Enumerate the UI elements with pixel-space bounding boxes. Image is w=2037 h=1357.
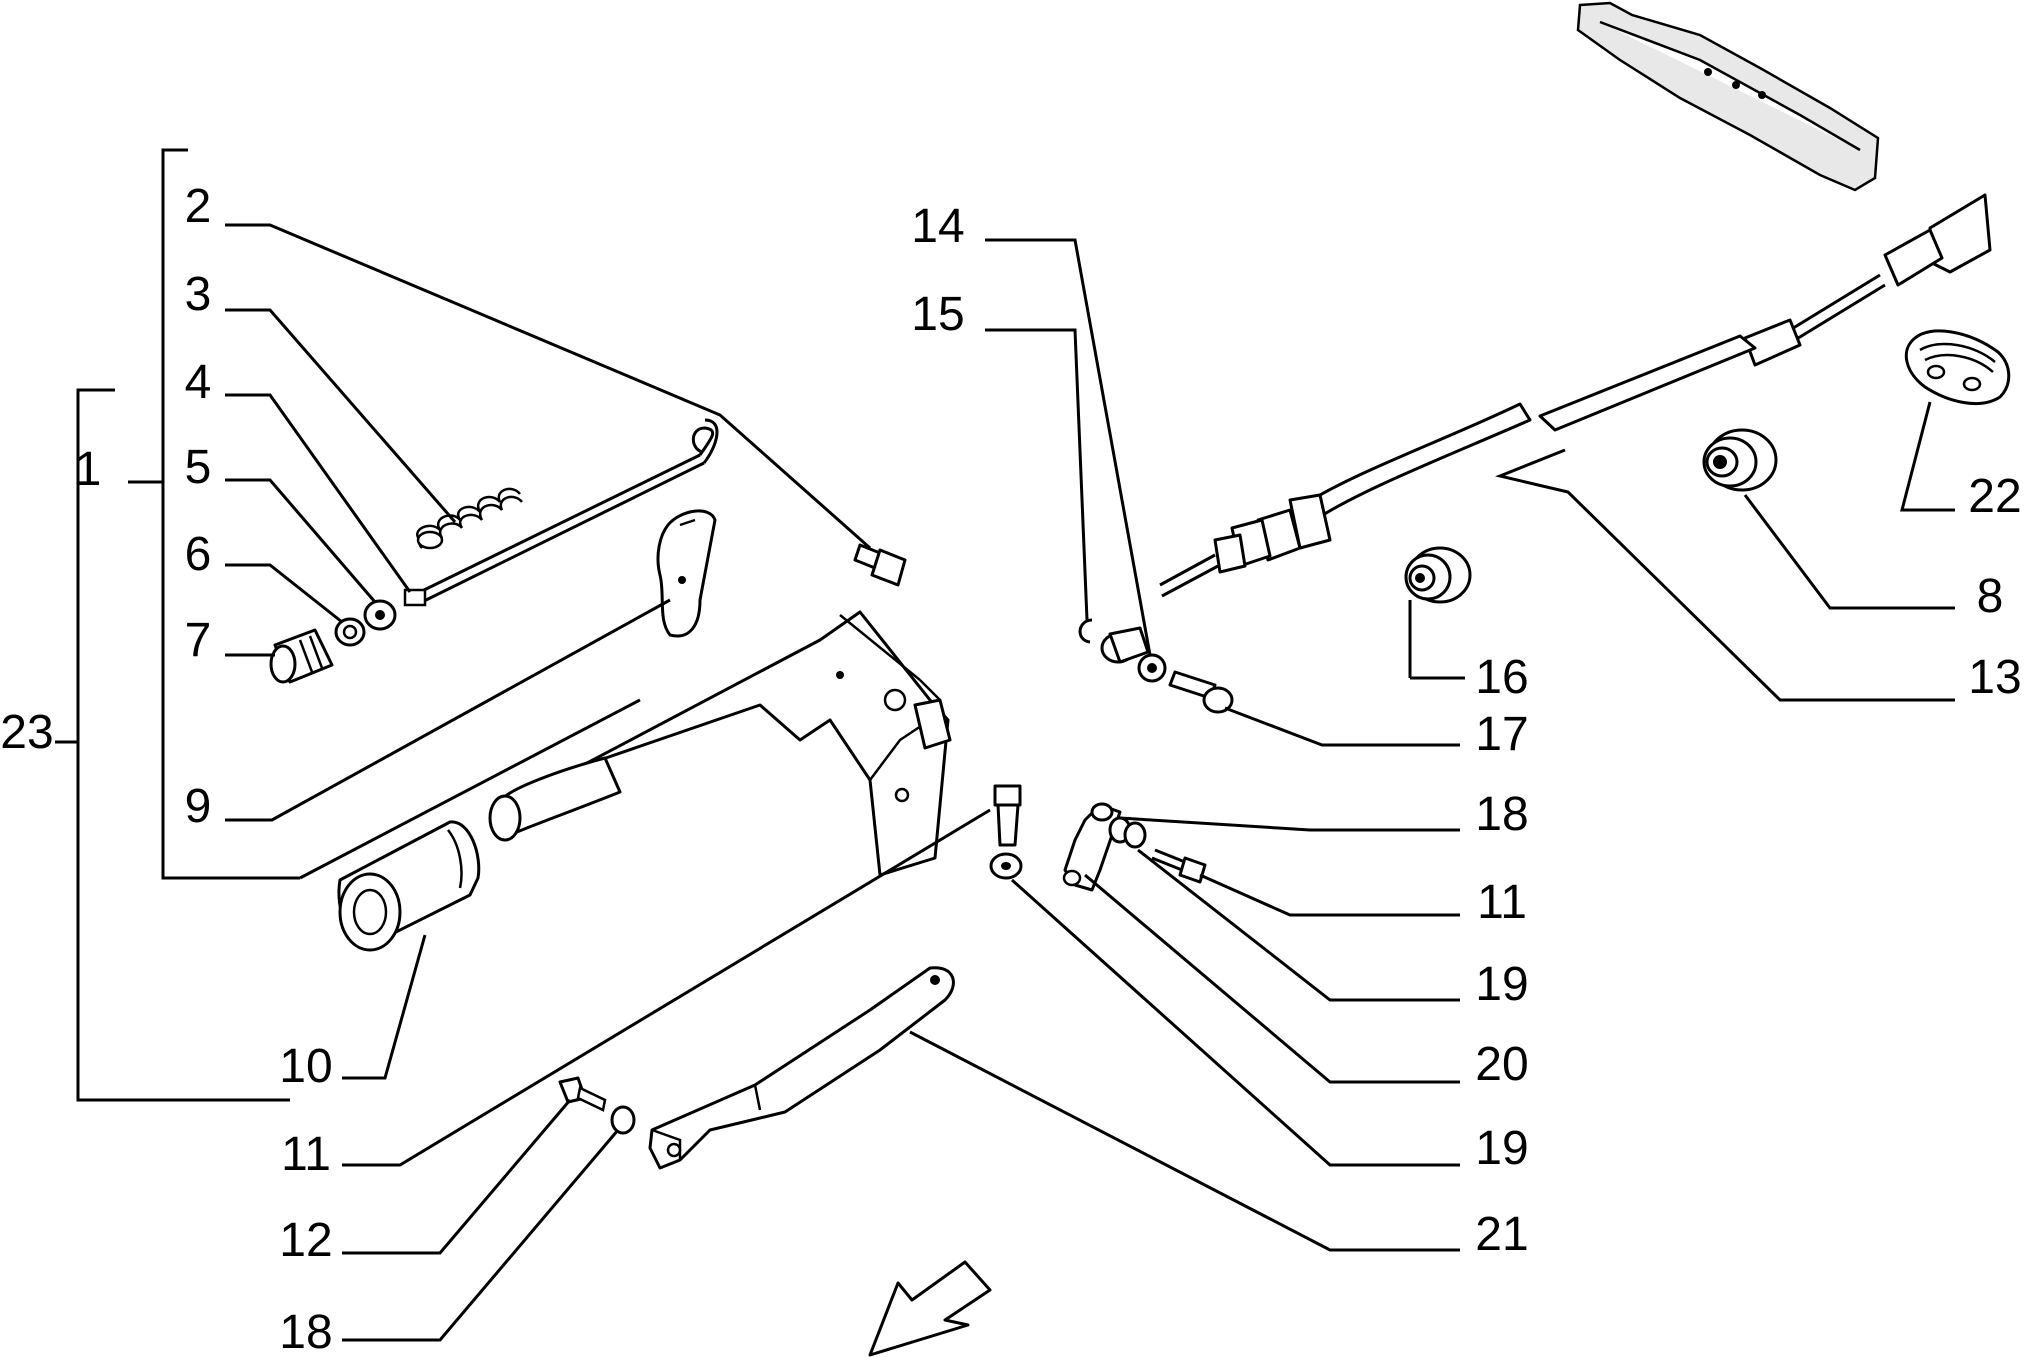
part-19-nut-right (1123, 821, 1147, 849)
part-11-bolt-center (993, 784, 1022, 847)
callout-5: 5 (185, 441, 212, 494)
callout-21: 21 (1475, 1208, 1528, 1261)
part-4-rod (403, 418, 719, 607)
part-12-screw (558, 1076, 607, 1112)
part-15-clip (1078, 618, 1093, 644)
part-11-bolt-right (1151, 848, 1207, 884)
callout-2: 2 (185, 180, 212, 233)
cable-bushing (1100, 626, 1150, 664)
callout-13: 13 (1968, 651, 2021, 704)
part-13-cable (1159, 193, 1992, 598)
part-8-grommet (1702, 428, 1778, 492)
callout-12: 12 (279, 1214, 332, 1267)
part-22-grommet (1904, 329, 2011, 405)
part-18-washer-lower (610, 1105, 636, 1135)
part-14-washer (1137, 653, 1167, 683)
callout-4: 4 (185, 356, 212, 409)
part-3-spring (416, 487, 523, 550)
callout-11-right: 11 (1477, 876, 1527, 929)
leader-lines (225, 223, 1955, 1342)
callout-18-right: 18 (1475, 788, 1528, 841)
direction-arrow-icon (868, 1260, 992, 1357)
part-10-grip (337, 820, 481, 952)
callout-18-lower: 18 (279, 1306, 332, 1357)
group-bracket-23 (55, 388, 290, 1102)
brake-shoe (1576, 1, 1880, 192)
part-20-bracket (1062, 802, 1122, 892)
part-9-button (656, 509, 717, 638)
callout-9: 9 (185, 780, 212, 833)
callout-17: 17 (1475, 708, 1528, 761)
callout-3: 3 (185, 268, 212, 321)
part-17-pin (1168, 670, 1234, 714)
part-16-grommet (1404, 546, 1472, 604)
part-21-bracket (648, 966, 955, 1170)
callout-11-left: 11 (281, 1128, 331, 1181)
group-bracket-1 (128, 148, 300, 880)
callout-20: 20 (1475, 1038, 1528, 1091)
callout-1: 1 (75, 443, 102, 496)
callout-16: 16 (1475, 651, 1528, 704)
part-18-washer-center (989, 852, 1023, 880)
callout-7: 7 (185, 614, 212, 667)
part-7-knob (269, 628, 334, 684)
callout-22: 22 (1968, 470, 2021, 523)
callout-14: 14 (911, 200, 964, 253)
callout-8: 8 (1977, 570, 2004, 623)
part-1-lever (488, 610, 952, 877)
part-2-bolt (853, 543, 907, 587)
part-5-washer (363, 599, 397, 631)
callout-10: 10 (279, 1040, 332, 1093)
callout-15: 15 (911, 288, 964, 341)
callout-19-upper: 19 (1475, 958, 1528, 1011)
part-6-washer (334, 617, 366, 647)
callout-labels: 1 2 3 4 5 6 7 8 9 10 11 11 12 13 14 15 1… (0, 180, 2021, 1357)
callout-6: 6 (185, 528, 212, 581)
callout-23: 23 (0, 706, 53, 759)
callout-19-lower: 19 (1475, 1122, 1528, 1175)
